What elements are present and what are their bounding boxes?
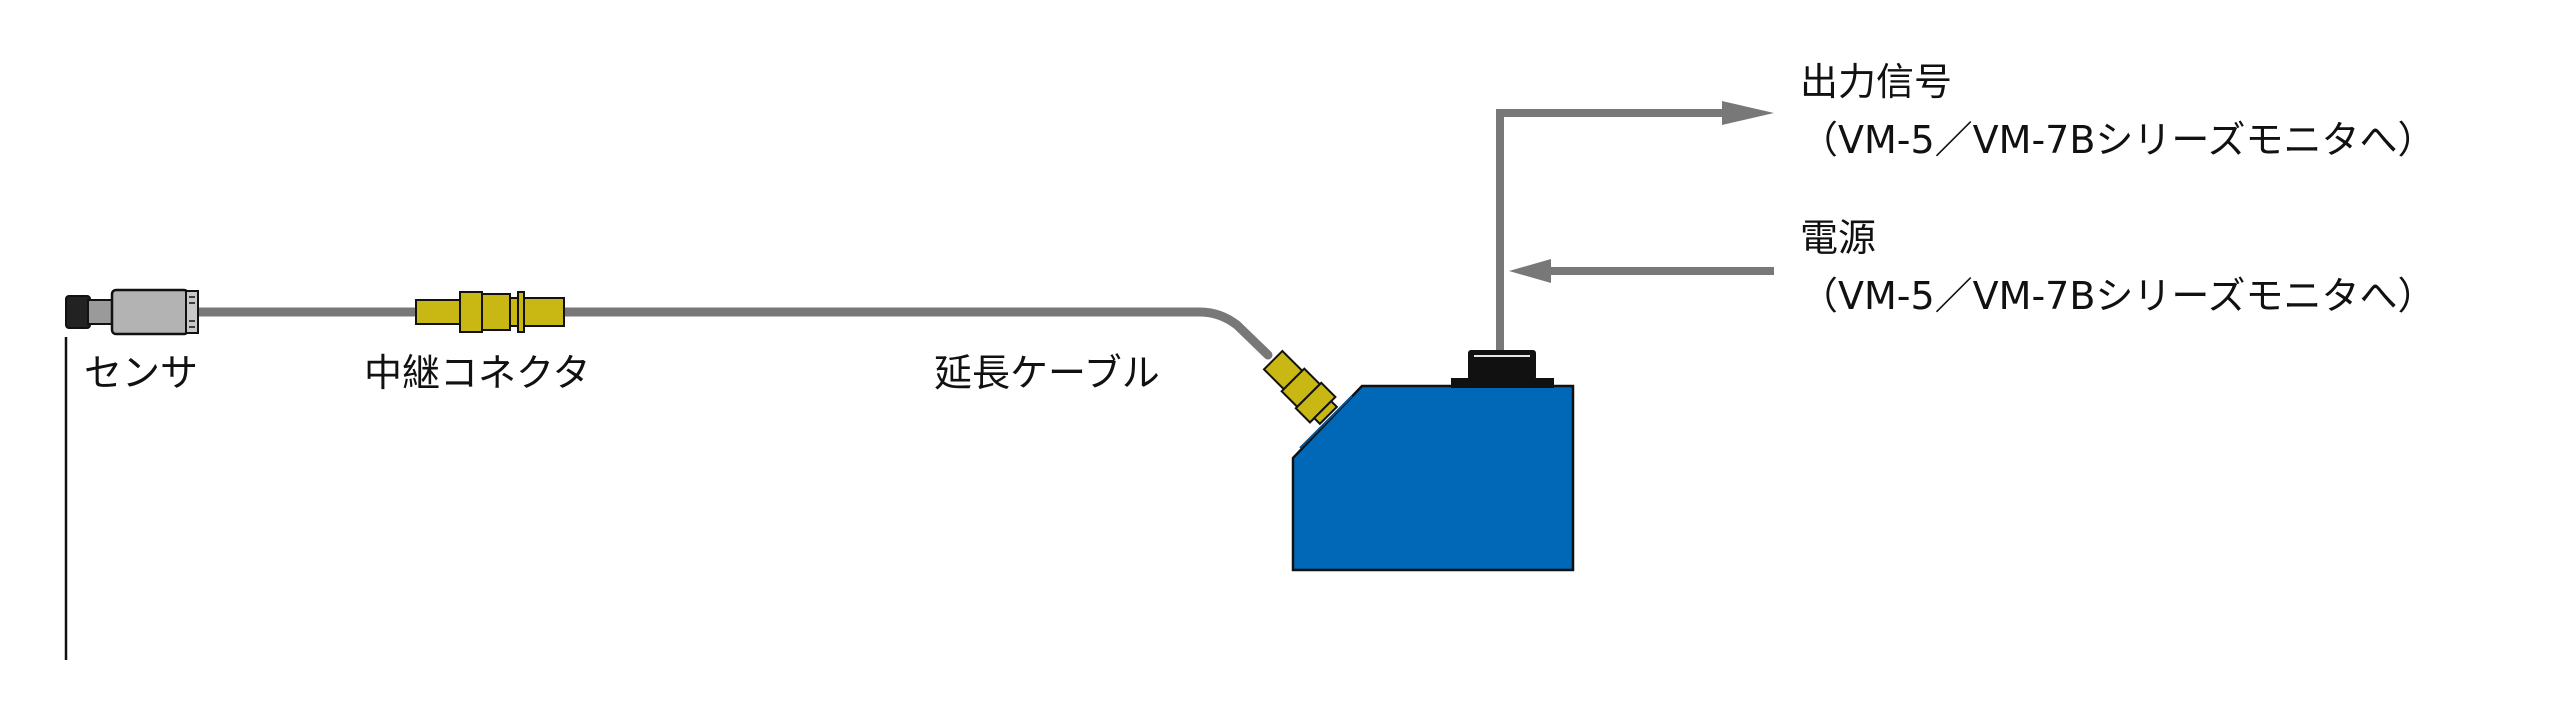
sensor-tip (65, 295, 91, 329)
relay-connector (415, 291, 565, 333)
power-arrow (1509, 259, 1774, 283)
sensor-body (110, 288, 190, 336)
sensor-neck (87, 299, 115, 325)
extension-cable-connector (1262, 349, 1339, 426)
monitor-bevel (1299, 395, 1353, 449)
monitor-terminal (1468, 350, 1536, 380)
relay-connector-label: 中継コネクタ (364, 351, 591, 395)
sensor (65, 288, 199, 336)
extension-cable-label: 延長ケーブル (934, 351, 1160, 395)
output-signal-label: 出力信号 （VM-5／VM-7Bシリーズモニタへ） (1800, 53, 2436, 169)
sensor-label: センサ (84, 351, 199, 395)
output-signal-detail: （VM-5／VM-7Bシリーズモニタへ） (1800, 118, 2436, 162)
power-title: 電源 (1800, 216, 1877, 260)
power-label: 電源 （VM-5／VM-7Bシリーズモニタへ） (1800, 209, 2436, 325)
power-detail: （VM-5／VM-7Bシリーズモニタへ） (1800, 274, 2436, 318)
output-signal-title: 出力信号 (1800, 60, 1953, 104)
monitor-terminal-base (1451, 378, 1554, 388)
monitor-unit (1291, 350, 1575, 572)
output-signal-arrow (1496, 101, 1774, 350)
sensor-cable (191, 307, 1273, 360)
sensor-nut (185, 290, 199, 334)
